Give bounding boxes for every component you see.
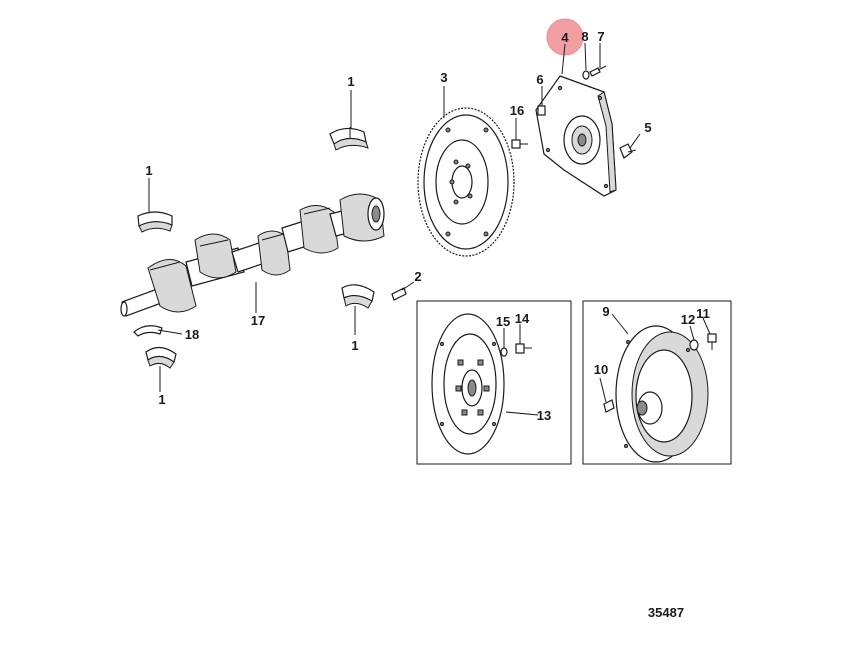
woodruff-key[interactable] [391,287,407,301]
callout-flywheel[interactable]: 3 [440,70,447,85]
callout-bolt-16[interactable]: 16 [510,103,524,118]
callout-damper[interactable]: 9 [602,304,609,319]
callout-stud[interactable]: 6 [536,72,543,87]
bolt-16-part[interactable] [511,139,528,149]
callout-bearing-mid[interactable]: 1 [351,338,358,353]
thrust-washer[interactable] [133,325,163,337]
crankshaft[interactable] [120,193,385,317]
drive-plate-inset [416,300,572,465]
diagram-id: 35487 [648,605,684,620]
bearing-top[interactable] [329,127,369,151]
flywheel[interactable] [417,107,515,257]
leader-lines [148,42,711,416]
callout-bolt-7[interactable]: 7 [597,29,604,44]
bolt-14-part[interactable] [515,343,532,354]
washer-15-part[interactable] [500,347,508,357]
callout-washer-8[interactable]: 8 [581,29,588,44]
callout-key[interactable]: 2 [414,269,421,284]
bolt-11-part[interactable] [707,333,717,350]
coupler-plate[interactable] [535,75,617,197]
callout-bolt-11[interactable]: 11 [696,306,710,321]
washer-12-part[interactable] [689,339,699,351]
screw-10-part[interactable] [603,399,615,413]
bearing-mid[interactable] [341,284,375,309]
washer-8-part[interactable] [582,70,590,80]
callout-washer-12[interactable]: 12 [681,312,695,327]
callout-washer-15[interactable]: 15 [496,314,510,329]
drive-plate[interactable] [431,313,505,455]
callout-bolt-14[interactable]: 14 [515,311,530,326]
selected-part-highlight [546,18,584,56]
plug-5-part[interactable] [619,143,637,159]
callout-crankshaft[interactable]: 17 [251,313,265,328]
bearing-lower-left[interactable] [145,346,177,369]
stud-6-part[interactable] [537,105,546,116]
callout-coupler-plate[interactable]: 4 [561,30,569,45]
damper-inset [582,300,732,465]
callout-plug[interactable]: 5 [644,120,651,135]
bearing-left[interactable] [137,211,173,233]
callout-bearing-lower-left[interactable]: 1 [158,392,165,407]
callout-labels: 1 1 1 1 2 3 4 5 6 7 8 9 10 11 12 13 14 1… [145,29,709,620]
callout-bearing-top[interactable]: 1 [347,74,354,89]
callout-bearing-left[interactable]: 1 [145,163,152,178]
callout-drive-plate[interactable]: 13 [537,408,551,423]
callout-screw-10[interactable]: 10 [594,362,608,377]
callout-thrust-washer[interactable]: 18 [185,327,199,342]
damper[interactable] [615,325,709,463]
bolt-7-part[interactable] [589,65,607,77]
